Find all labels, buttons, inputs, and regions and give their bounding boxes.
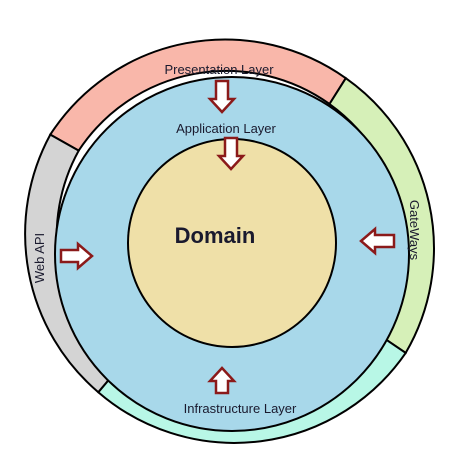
arrow-down-presentation-icon	[207, 79, 237, 114]
web-api-label: Web API	[32, 233, 47, 283]
domain-label: Domain	[175, 223, 256, 248]
arrow-left-gateways-icon	[359, 226, 396, 256]
gateways-label: GateWays	[407, 200, 422, 261]
arrow-up-infrastructure-icon	[207, 366, 237, 395]
arrow-right-web-api-icon	[59, 241, 94, 271]
presentation-layer-label: Presentation Layer	[164, 62, 274, 77]
arrow-down-application-icon	[216, 136, 246, 171]
infrastructure-layer-label: Infrastructure Layer	[184, 401, 297, 416]
application-layer-label: Application Layer	[176, 121, 276, 136]
